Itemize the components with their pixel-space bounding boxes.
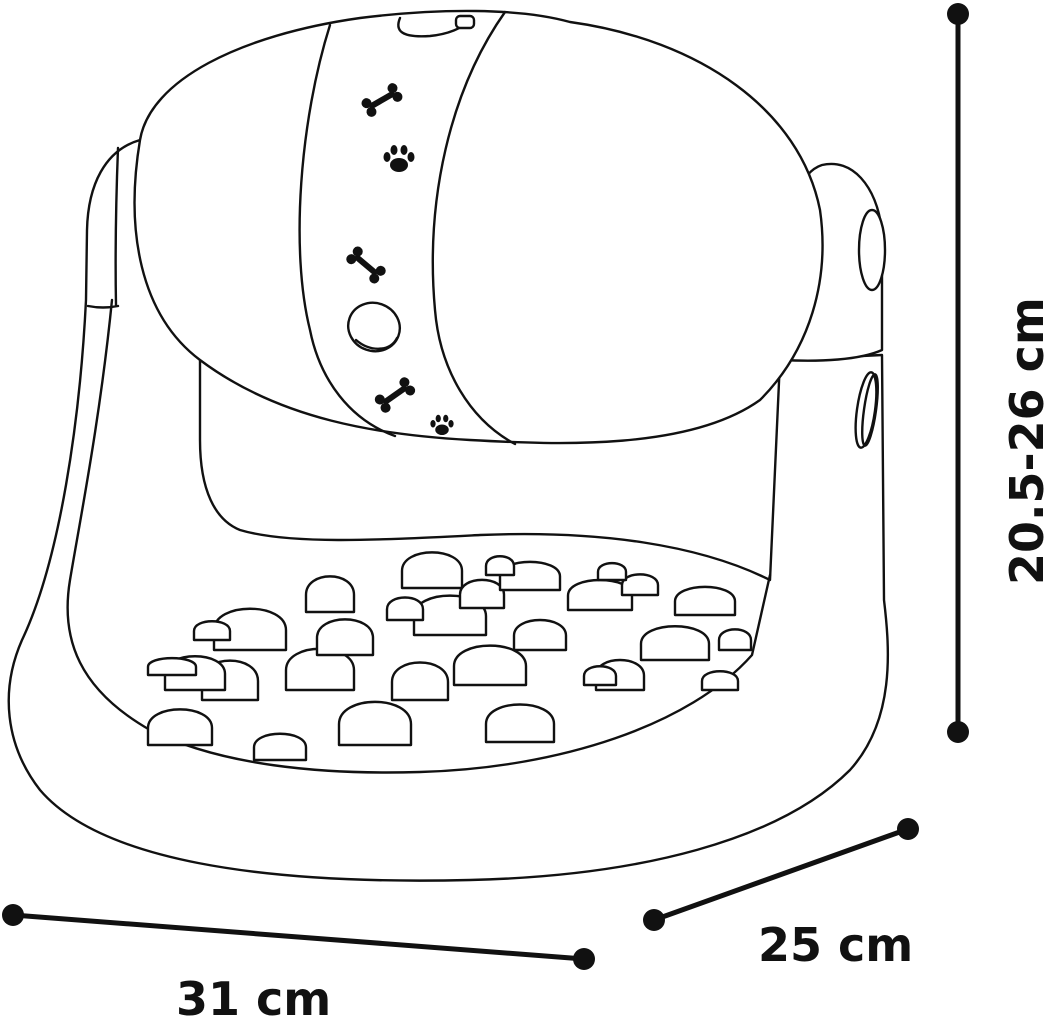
depth-label: 25 cm	[758, 918, 914, 972]
food-mound	[673, 585, 737, 617]
width-label: 31 cm	[176, 972, 332, 1026]
food-mound	[146, 708, 214, 747]
food-mound	[304, 575, 356, 614]
height-label: 20.5-26 cm	[1000, 297, 1054, 585]
rotating-drum	[133, 9, 824, 446]
bowl-mounds	[146, 551, 753, 762]
bone-icon	[374, 377, 416, 413]
depth-dimension-line	[643, 818, 919, 931]
food-mound	[582, 665, 618, 687]
paw-icon	[430, 414, 454, 435]
food-mound	[400, 551, 464, 590]
food-mound	[315, 618, 375, 657]
width-dimension-line	[2, 904, 595, 970]
bone-icon	[361, 83, 403, 117]
food-mound	[146, 657, 198, 677]
food-mound	[700, 670, 740, 692]
bone-icon	[346, 246, 386, 284]
food-mound	[484, 555, 516, 577]
height-dimension-line	[947, 3, 969, 743]
food-mound	[639, 625, 711, 662]
food-mound	[252, 732, 308, 762]
food-mound	[620, 573, 660, 597]
food-mound	[192, 620, 232, 642]
food-mound	[596, 561, 628, 582]
button-icon	[347, 301, 401, 353]
paw-icon	[383, 145, 415, 172]
food-mound	[390, 661, 450, 702]
food-mound	[717, 628, 753, 652]
food-mound	[452, 644, 528, 687]
food-mound	[385, 596, 425, 622]
food-mound	[484, 703, 556, 744]
food-mound	[337, 700, 413, 747]
food-mound	[512, 618, 568, 652]
right-knob-icon	[857, 208, 887, 292]
food-mound	[458, 578, 506, 610]
